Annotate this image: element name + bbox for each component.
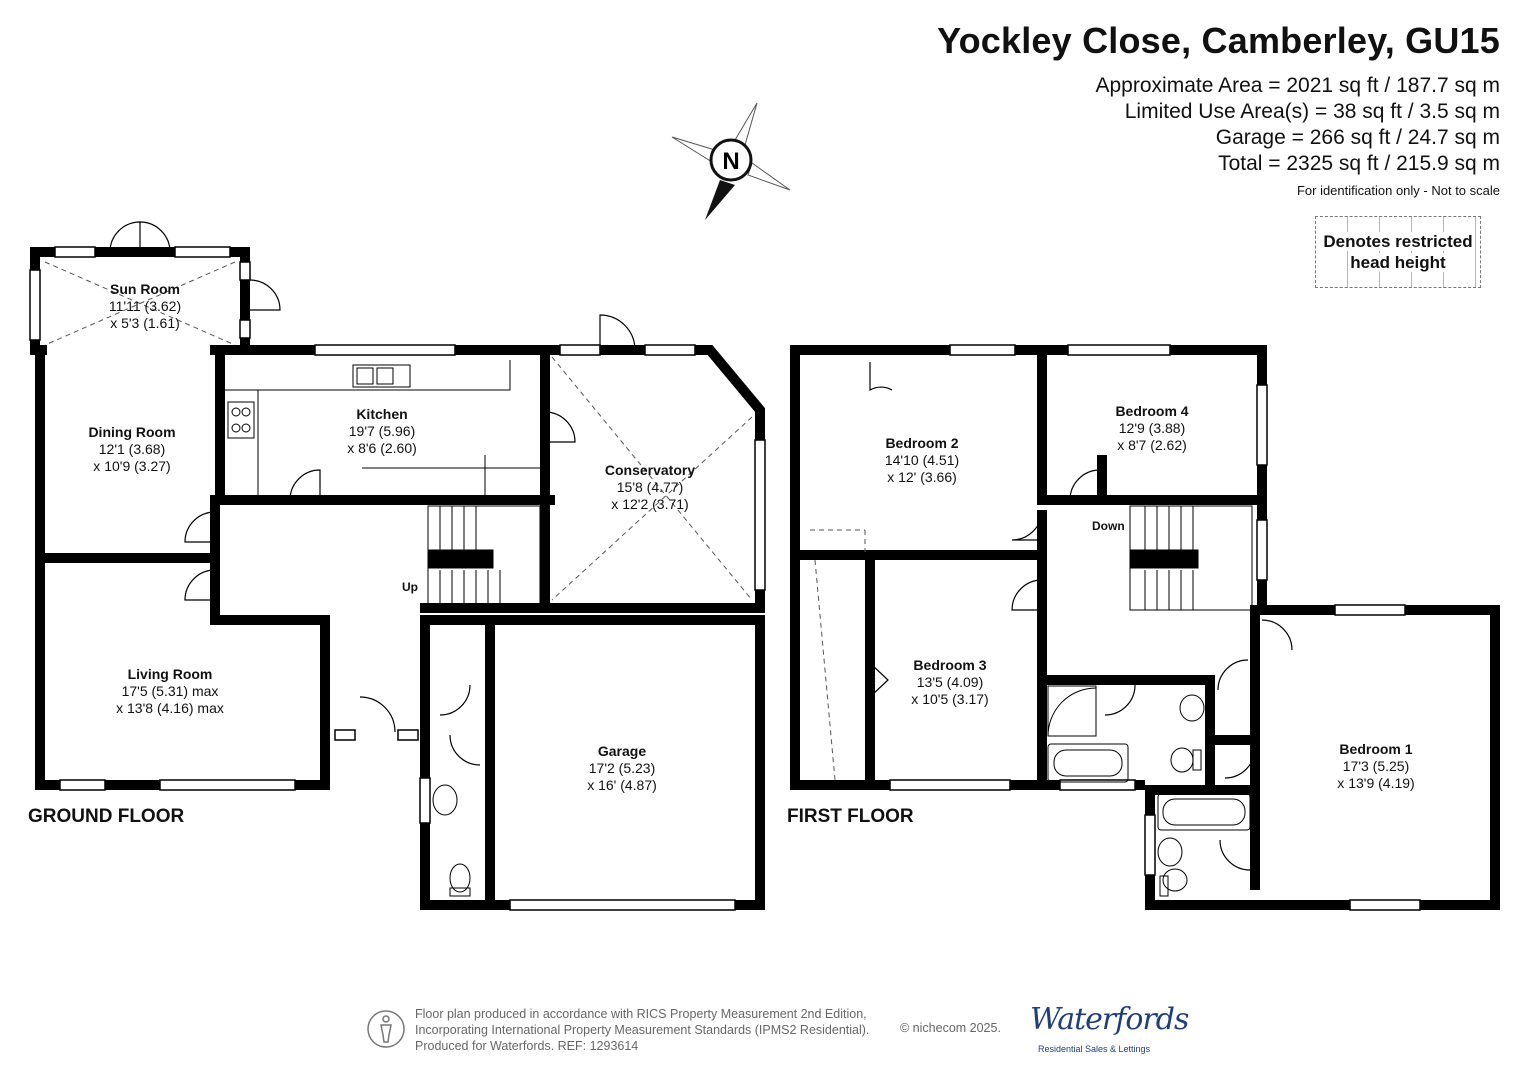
room-name: Sun Room <box>109 281 180 297</box>
page-title: Yockley Close, Camberley, GU15 <box>937 20 1500 61</box>
room-dim-2: x 16' (4.87) <box>587 777 657 793</box>
area-summary: Approximate Area = 2021 sq ft / 187.7 sq… <box>1096 73 1501 177</box>
room-dim-2: x 8'6 (2.60) <box>347 440 417 456</box>
room-name: Bedroom 4 <box>1115 403 1189 419</box>
room-dim-1: 17'5 (5.31) max <box>121 683 219 699</box>
room-bedroom-2: Bedroom 2 14'10 (4.51) x 12' (3.66) <box>885 435 959 486</box>
approximate-area: Approximate Area = 2021 sq ft / 187.7 sq… <box>1095 74 1501 97</box>
footer-line-2: Incorporating International Property Mea… <box>415 1023 870 1037</box>
stairs-up-label: Up <box>402 580 418 594</box>
bathroom-fixtures <box>1047 685 1251 897</box>
scale-disclaimer: For identification only - Not to scale <box>1296 183 1500 198</box>
room-bedroom-1: Bedroom 1 17'3 (5.25) x 13'9 (4.19) <box>1337 741 1414 792</box>
cloakroom-fixtures <box>432 784 471 897</box>
room-conservatory: Conservatory 15'8 (4.77) x 12'2 (3.71) <box>605 462 695 513</box>
total-area: Total = 2325 sq ft / 215.9 sq m <box>1218 152 1500 175</box>
room-dim-1: 17'3 (5.25) <box>1342 758 1410 774</box>
brand-tagline: Residential Sales & Lettings <box>1038 1044 1151 1054</box>
footer-line-1: Floor plan produced in accordance with R… <box>415 1007 867 1021</box>
room-name: Bedroom 2 <box>885 435 959 451</box>
room-bedroom-3: Bedroom 3 13'5 (4.09) x 10'5 (3.17) <box>911 657 988 708</box>
room-dim-2: x 10'9 (3.27) <box>93 458 171 474</box>
room-dim-2: x 8'7 (2.62) <box>1117 437 1187 453</box>
kitchen-units <box>225 360 540 495</box>
room-dim-1: 15'8 (4.77) <box>616 479 684 495</box>
legend-line-1: Denotes restricted <box>1321 232 1475 251</box>
restricted-head-height <box>810 529 866 781</box>
ground-floor-windows <box>29 246 766 911</box>
first-floor-windows <box>889 344 1421 911</box>
room-garage: Garage 17'2 (5.23) x 16' (4.87) <box>587 743 657 794</box>
room-dim-2: x 13'8 (4.16) max <box>116 700 224 716</box>
room-name: Conservatory <box>604 462 696 478</box>
legend-line-2: head height <box>1348 253 1448 272</box>
room-dim-1: 12'1 (3.68) <box>98 441 166 457</box>
room-dining-room: Dining Room 12'1 (3.68) x 10'9 (3.27) <box>88 424 175 475</box>
room-dim-2: x 5'3 (1.61) <box>110 315 180 331</box>
footer-line-3: Produced for Waterfords. REF: 1293614 <box>415 1039 639 1053</box>
ground-floor-doors <box>109 221 636 766</box>
restricted-height-legend: Denotes restricted head height <box>1315 216 1481 288</box>
room-living-room: Living Room 17'5 (5.31) max x 13'8 (4.16… <box>116 666 224 717</box>
room-name: Bedroom 1 <box>1339 741 1413 757</box>
room-name: Bedroom 3 <box>913 657 987 673</box>
compass-icon: N <box>671 102 791 220</box>
limited-use-area: Limited Use Area(s) = 38 sq ft / 3.5 sq … <box>1124 100 1500 123</box>
brand-name: Waterfords <box>1030 1002 1189 1037</box>
garage-area: Garage = 266 sq ft / 24.7 sq m <box>1215 126 1500 149</box>
room-dim-2: x 12' (3.66) <box>887 469 957 485</box>
room-name: Dining Room <box>88 424 176 440</box>
room-dim-1: 14'10 (4.51) <box>884 452 960 468</box>
first-floor-doors <box>869 362 1293 871</box>
room-name: Kitchen <box>356 406 408 422</box>
room-dim-1: 19'7 (5.96) <box>348 423 416 439</box>
stairs-down-label: Down <box>1092 519 1125 533</box>
copyright: © nichecom 2025. <box>900 1021 1001 1035</box>
compass-north-label: N <box>722 148 739 175</box>
room-dim-2: x 10'5 (3.17) <box>911 691 989 707</box>
room-sun-room: Sun Room 11'11 (3.62) x 5'3 (1.61) <box>109 281 181 332</box>
room-dim-1: 11'11 (3.62) <box>108 298 182 314</box>
room-dim-1: 12'9 (3.88) <box>1118 420 1186 436</box>
room-name: Living Room <box>127 666 213 682</box>
room-dim-2: x 12'2 (3.71) <box>611 496 689 512</box>
room-dim-1: 13'5 (4.09) <box>916 674 984 690</box>
conservatory-roof-lines <box>44 261 753 601</box>
room-dim-2: x 13'9 (4.19) <box>1337 775 1415 791</box>
room-name: Garage <box>597 743 647 759</box>
room-kitchen: Kitchen 19'7 (5.96) x 8'6 (2.60) <box>347 406 417 457</box>
footer-notes: Floor plan produced in accordance with R… <box>415 1006 869 1054</box>
first-floor-label: FIRST FLOOR <box>787 806 914 827</box>
ground-floor-label: GROUND FLOOR <box>28 806 185 827</box>
room-bedroom-4: Bedroom 4 12'9 (3.88) x 8'7 (2.62) <box>1115 403 1188 454</box>
room-dim-1: 17'2 (5.23) <box>588 760 656 776</box>
first-floor-walls <box>790 345 1500 910</box>
brand-logo: Waterfords Residential Sales & Lettings <box>1018 992 1210 1062</box>
info-person-icon <box>367 1010 405 1048</box>
ground-floor-staircase <box>427 505 541 605</box>
first-floor-staircase <box>1129 505 1253 611</box>
